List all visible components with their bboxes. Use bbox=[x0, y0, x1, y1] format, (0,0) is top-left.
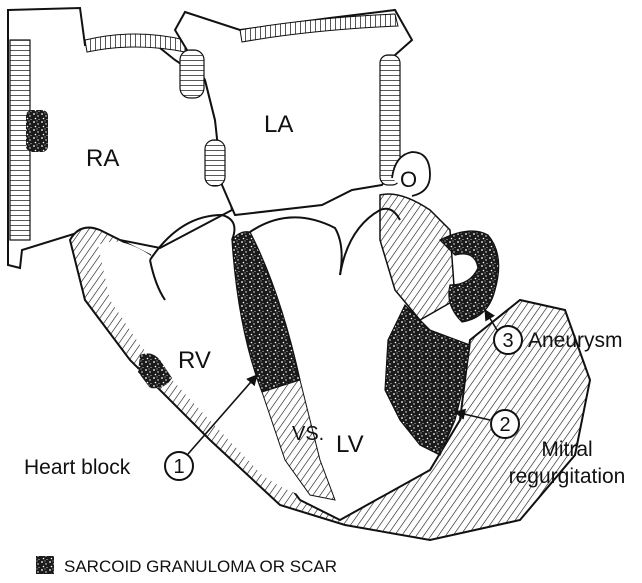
label-rv: RV bbox=[178, 347, 211, 374]
legend-swatch bbox=[36, 556, 54, 574]
callout-2-number: 2 bbox=[499, 414, 510, 436]
callout-3-number: 3 bbox=[502, 330, 513, 352]
label-la: LA bbox=[264, 111, 293, 138]
ra-granuloma-patch bbox=[26, 110, 48, 152]
legend-label: SARCOID GRANULOMA OR SCAR bbox=[64, 557, 337, 576]
la-septum-stripes-upper bbox=[180, 50, 204, 98]
label-lv: LV bbox=[336, 431, 364, 458]
label-vs: VS. bbox=[292, 423, 324, 445]
callout-2-label-line2: regurgitation bbox=[509, 465, 626, 488]
legend: SARCOID GRANULOMA OR SCAR bbox=[36, 556, 337, 576]
callout-2-label-line1: Mitral bbox=[541, 438, 592, 461]
la-septum-stripes-lower bbox=[205, 140, 225, 186]
callout-1-label: Heart block bbox=[24, 456, 131, 479]
septal-granuloma bbox=[232, 232, 300, 392]
callout-3-label: Aneurysm bbox=[528, 329, 623, 352]
callout-1-number: 1 bbox=[173, 456, 184, 478]
label-ra: RA bbox=[86, 145, 119, 172]
mitral-wall-diag bbox=[380, 194, 455, 320]
label-o: O bbox=[400, 167, 417, 192]
